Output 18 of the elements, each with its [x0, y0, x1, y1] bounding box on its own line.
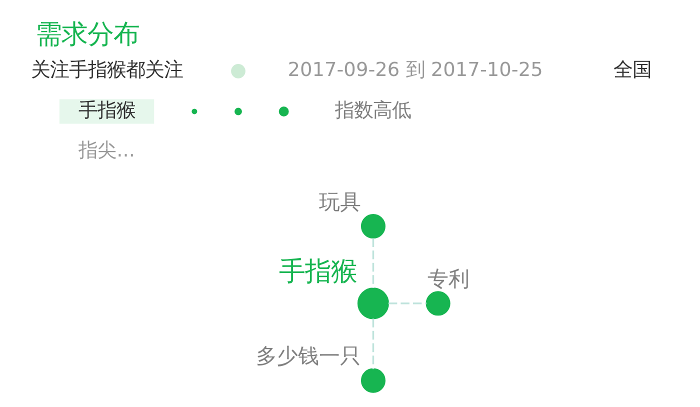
node-label: 多少钱一只 [256, 343, 361, 368]
label: 全国 [614, 58, 652, 82]
node-circle [360, 214, 386, 239]
label: 手指猴 [78, 98, 136, 122]
label: 2017-09-26 到 2017-10-25 [288, 58, 543, 82]
node-circle [360, 368, 386, 393]
diagram-title: 需求分布 [36, 20, 140, 50]
node-label: 手指猴 [279, 256, 358, 287]
node-label: 玩具 [318, 188, 361, 214]
connector [372, 318, 374, 370]
label: 关注手指猴都关注 [30, 58, 183, 82]
connector [388, 302, 426, 304]
label: 指尖... [78, 138, 135, 162]
node-circle [357, 288, 389, 320]
connector [372, 238, 374, 288]
legend-label: 指数高低 [335, 98, 412, 122]
node-circle [426, 291, 450, 316]
node-label: 专利 [428, 266, 470, 292]
